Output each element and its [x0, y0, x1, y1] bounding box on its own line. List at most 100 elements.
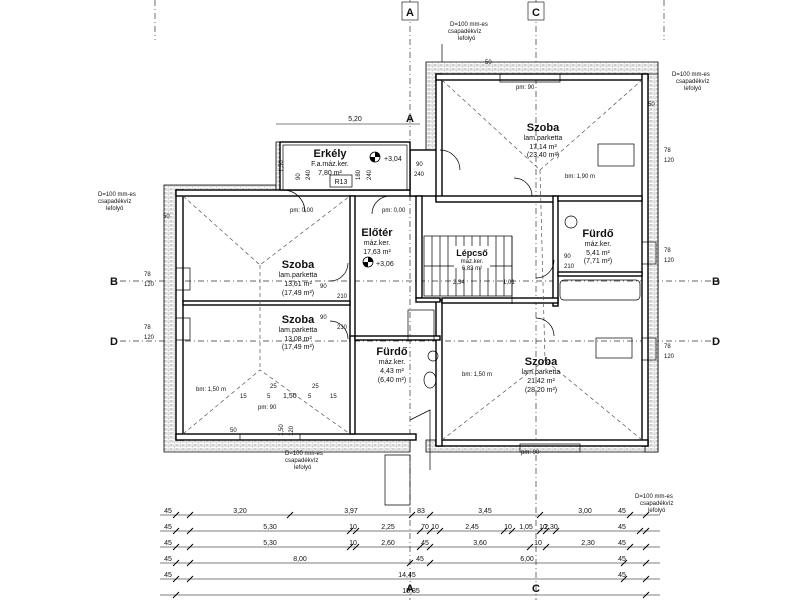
room-area-gross: (23,40 m²) — [527, 152, 559, 159]
dim-text: 78 — [144, 272, 151, 278]
note-line: csapadékvíz — [676, 79, 709, 85]
dim-text: bm: 1,50 m — [196, 387, 226, 393]
room-area: 13,08 m² — [284, 336, 312, 343]
dim-text: 5 — [308, 394, 312, 400]
dimension-tick — [352, 543, 360, 551]
dim-text: 90 — [296, 173, 302, 180]
room-floor: máz.ker. — [379, 359, 406, 366]
room-name: Szoba — [527, 122, 560, 134]
note-line: csapadékvíz — [640, 501, 673, 507]
room-name: Lépcső — [456, 248, 488, 258]
room-area: 5,41 m² — [586, 250, 610, 257]
dimension-value: 8,00 — [293, 556, 307, 563]
room-area: 13,61 m² — [284, 281, 312, 288]
section-d-right: D — [712, 336, 720, 348]
level-mark: +3,04 — [384, 156, 402, 163]
dimension-value: 45 — [618, 524, 626, 531]
room-area-gross: (17,49 m²) — [282, 344, 314, 351]
dimension-tick — [536, 527, 544, 535]
dimension-tick — [636, 527, 644, 535]
room-name: Erkély — [313, 148, 347, 160]
dimension-tick — [186, 543, 194, 551]
dim-text: 120 — [289, 425, 295, 436]
roof-lines — [182, 79, 643, 441]
downpipe-note-bottom-right: D=100 mm-es csapadékvíz lefolyó — [635, 494, 673, 514]
dim-text: 78 — [144, 325, 151, 331]
room-area: 6,83 m² — [462, 266, 482, 272]
dimension-tick — [172, 575, 180, 583]
room-label-szoba-nw: Szoba lam.parketta 13,61 m² (17,49 m²) — [279, 259, 318, 297]
room-area-gross: (28,20 m²) — [525, 387, 557, 394]
downpipe-note-top: D=100 mm-es csapadékvíz lefolyó — [441, 22, 488, 62]
dim-text: 50 — [163, 214, 170, 220]
room-floor: lam.parketta — [524, 135, 563, 142]
dim-text: 120 — [144, 335, 155, 341]
room-area-gross: (17,49 m²) — [282, 290, 314, 297]
dimension-tick — [552, 527, 560, 535]
windows — [175, 73, 657, 453]
dim-text: bm: 1,90 m — [565, 174, 595, 180]
room-label-erkely: Erkély F.a.máz.ker. 7,80 m² R13 +3,04 — [311, 148, 402, 186]
dim-text: 240 — [306, 169, 312, 180]
dim-text: 15 — [240, 394, 247, 400]
dimension-tick — [346, 527, 354, 535]
dimension-value: 10 — [504, 524, 512, 531]
dim-text: 90 — [416, 162, 423, 168]
dim-text: 15 — [330, 394, 337, 400]
dimension-tick — [642, 591, 650, 599]
room-area: 4,43 m² — [380, 368, 404, 375]
dimension-tick — [426, 559, 434, 567]
note-line: csapadékvíz — [448, 29, 481, 35]
room-name: Előtér — [361, 227, 393, 239]
dim-text: 5 — [267, 394, 271, 400]
room-label-szoba-ne: Szoba lam.parketta 17,14 m² (23,40 m²) — [524, 122, 563, 159]
note-line: D=100 mm-es — [672, 72, 710, 78]
dimension-tick — [286, 511, 294, 519]
room-floor: máz.ker. — [585, 241, 612, 248]
dimension-value: 2,60 — [381, 540, 395, 547]
room-label-eloter: Előtér máz.ker. 17,63 m² +3,06 — [361, 227, 393, 268]
dimension-value: 10 — [349, 540, 357, 547]
main-walls — [175, 73, 649, 447]
plan-dimensions: 5,20 1,50 90 240 180 240 90 240 pm: 0,00… — [144, 60, 675, 456]
dimension-tick — [500, 527, 508, 535]
dimension-tick — [642, 559, 650, 567]
dimension-value: 45 — [164, 572, 172, 579]
dimension-value: 3,00 — [578, 508, 592, 515]
dimension-tick — [508, 527, 516, 535]
room-area-gross: (7,71 m²) — [584, 258, 612, 265]
dimension-tick — [426, 543, 434, 551]
dimension-value: 45 — [164, 556, 172, 563]
section-a-bottom: A — [406, 583, 414, 595]
note-line: D=100 mm-es — [635, 494, 673, 500]
room-label-furdo-east: Fürdő máz.ker. 5,41 m² (7,71 m²) — [582, 228, 613, 265]
dimension-value: 45 — [164, 508, 172, 515]
room-name: Szoba — [282, 259, 315, 271]
note-line: lefolyó — [106, 206, 124, 212]
dim-text: 78 — [664, 148, 671, 154]
dim-text: pm: 0,00 — [290, 208, 314, 214]
section-c-top: C — [532, 7, 540, 19]
dimension-value: 10 — [534, 540, 542, 547]
room-floor: lam.parketta — [522, 369, 561, 376]
dim-text: 1,50 — [283, 393, 297, 400]
dim-text: 240 — [414, 172, 425, 178]
dimension-value: 10 — [349, 524, 357, 531]
room-area: 17,14 m² — [529, 144, 557, 151]
dimension-value: 3,20 — [233, 508, 247, 515]
note-line: D=100 mm-es — [98, 192, 136, 198]
dimension-value: 10 — [431, 524, 439, 531]
dimension-value: 3,60 — [473, 540, 487, 547]
dimension-value: 45 — [421, 540, 429, 547]
dim-text: 120 — [664, 258, 675, 264]
dimension-value: 2,25 — [381, 524, 395, 531]
dimension-tick — [172, 591, 180, 599]
dimension-tick — [172, 543, 180, 551]
dim-text: 1,01 — [503, 280, 515, 286]
dimension-value: 45 — [416, 556, 424, 563]
note-line: D=100 mm-es — [450, 22, 488, 28]
dimension-value: 45 — [164, 540, 172, 547]
dimension-tick — [542, 543, 550, 551]
dimension-value: 5,30 — [263, 524, 277, 531]
